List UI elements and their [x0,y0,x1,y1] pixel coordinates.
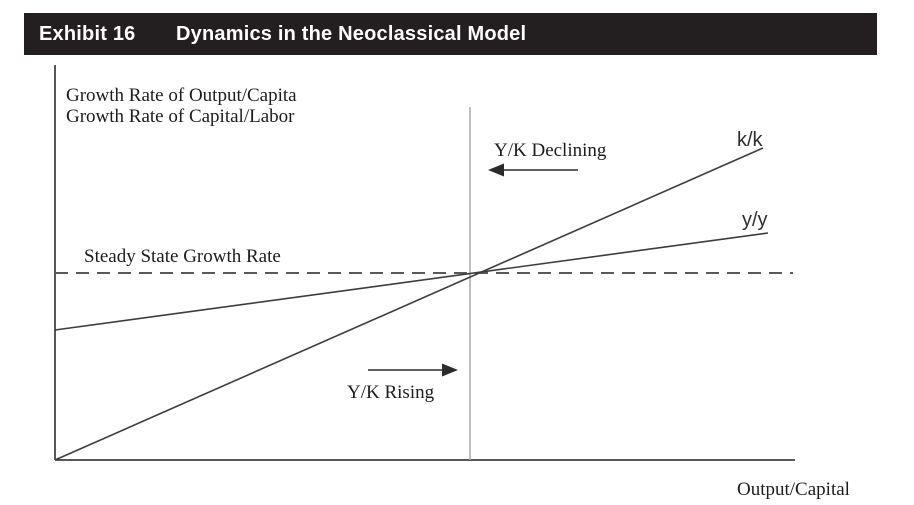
rising-annotation-label: Y/K Rising [347,382,435,403]
exhibit-header-bar: Exhibit 16 Dynamics in the Neoclassical … [24,13,877,55]
exhibit-number-label: Exhibit 16 [39,23,136,45]
exhibit-title: Dynamics in the Neoclassical Model [176,23,527,45]
rising-arrow-head [442,363,458,377]
y-axis-label-line1: Growth Rate of Output/Capita [66,85,297,106]
kk-series-line [54,147,764,461]
y-axis-label-line2: Growth Rate of Capital/Labor [66,106,295,127]
rising-arrow-icon [368,363,458,377]
x-axis-label: Output/Capital [737,479,850,500]
declining-arrow-icon [488,163,578,177]
kk-series-label: k/k [737,129,764,151]
declining-arrow-head [488,163,504,177]
steady-state-label: Steady State Growth Rate [84,246,281,267]
declining-annotation-label: Y/K Declining [494,140,607,161]
yy-series-line [54,232,769,331]
yy-series-label: y/y [742,209,768,231]
